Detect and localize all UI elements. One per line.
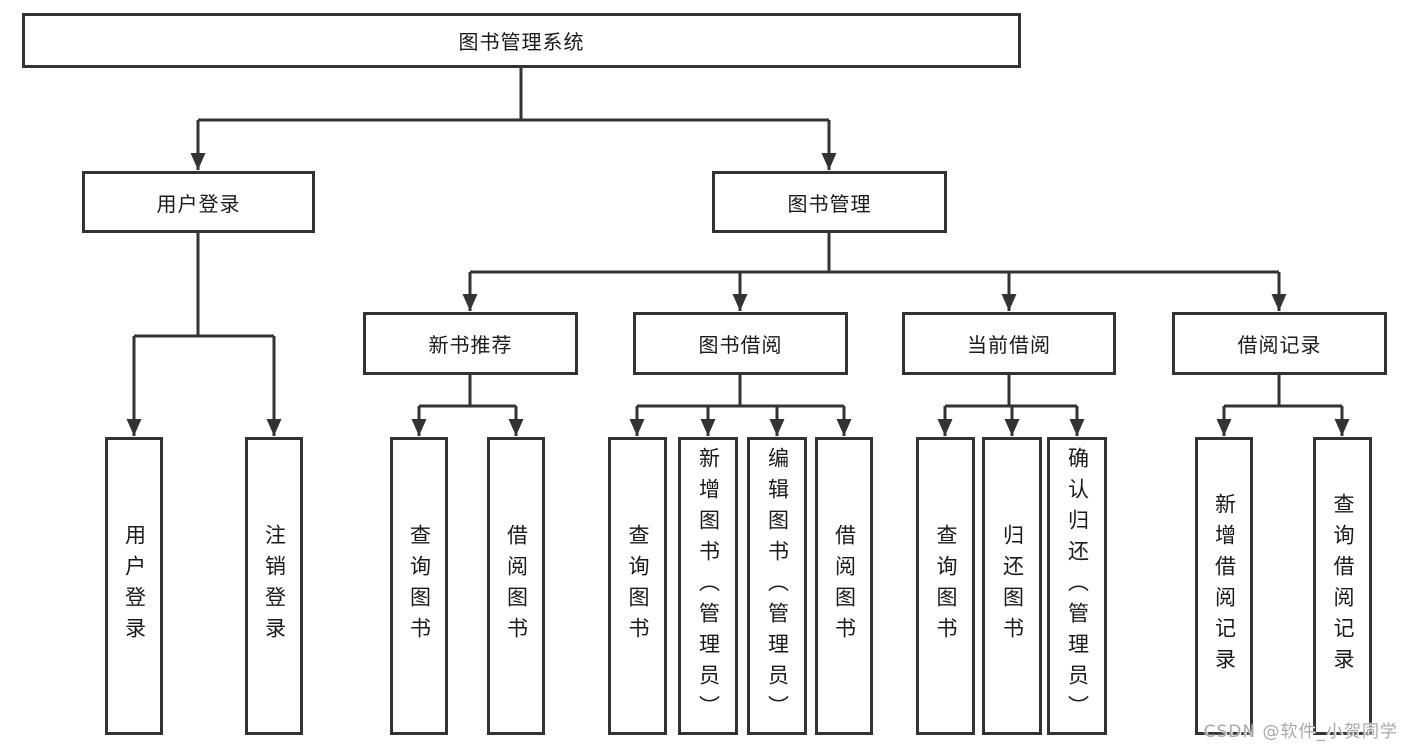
node-label: 归还图书 — [1000, 524, 1025, 648]
node-label: 查询借阅记录 — [1331, 493, 1355, 679]
node-label: 图书管理系统 — [458, 30, 585, 54]
leaf-cb-return-books: 归还图书 — [982, 437, 1042, 735]
node-label: 查询图书 — [934, 524, 958, 648]
node-book-borrow: 图书借阅 — [633, 312, 848, 375]
node-label: 用户登录 — [156, 191, 241, 216]
leaf-nb-query-books: 查询图书 — [390, 437, 448, 735]
leaf-br-query-borrow-record: 查询借阅记录 — [1313, 437, 1372, 735]
node-current-borrow: 当前借阅 — [902, 312, 1116, 375]
node-borrow-records: 借阅记录 — [1172, 312, 1387, 375]
node-label: 查询图书 — [626, 524, 650, 648]
node-user-login: 用户登录 — [82, 171, 315, 233]
node-label: 查询图书 — [407, 524, 432, 648]
node-label: 注销登录 — [262, 524, 287, 648]
leaf-cb-query-books: 查询图书 — [916, 437, 975, 735]
node-label: 当前借阅 — [967, 333, 1051, 357]
leaf-br-add-borrow-record: 新增借阅记录 — [1195, 437, 1253, 735]
node-root-library-system: 图书管理系统 — [22, 13, 1021, 68]
node-label: 借阅图书 — [504, 524, 529, 648]
node-label: 用户登录 — [122, 524, 147, 648]
leaf-logout: 注销登录 — [245, 437, 303, 735]
node-label: 新增借阅记录 — [1212, 493, 1237, 679]
leaf-bb-edit-books-admin: 编辑图书（管理员） — [747, 437, 807, 735]
node-label: 新书推荐 — [428, 333, 513, 357]
leaf-bb-add-books-admin: 新增图书（管理员） — [678, 437, 738, 735]
leaf-nb-borrow-books: 借阅图书 — [487, 437, 545, 735]
node-label: 借阅记录 — [1237, 333, 1322, 357]
node-book-management: 图书管理 — [712, 171, 947, 233]
leaf-bb-query-books: 查询图书 — [608, 437, 667, 735]
node-label: 图书借阅 — [698, 333, 783, 357]
leaf-cb-confirm-return-admin: 确认归还（管理员） — [1047, 437, 1107, 735]
leaf-bb-borrow-books: 借阅图书 — [815, 437, 873, 735]
node-label: 图书管理 — [787, 191, 872, 216]
csdn-watermark: CSDN @软件_小贺同学 — [1203, 722, 1398, 742]
node-label: 确认归还（管理员） — [1065, 446, 1090, 726]
leaf-user-login: 用户登录 — [105, 437, 163, 735]
node-label: 新增图书（管理员） — [696, 446, 721, 726]
node-new-book-recommend: 新书推荐 — [363, 312, 578, 375]
node-label: 借阅图书 — [832, 524, 857, 648]
node-label: 编辑图书（管理员） — [765, 446, 790, 726]
